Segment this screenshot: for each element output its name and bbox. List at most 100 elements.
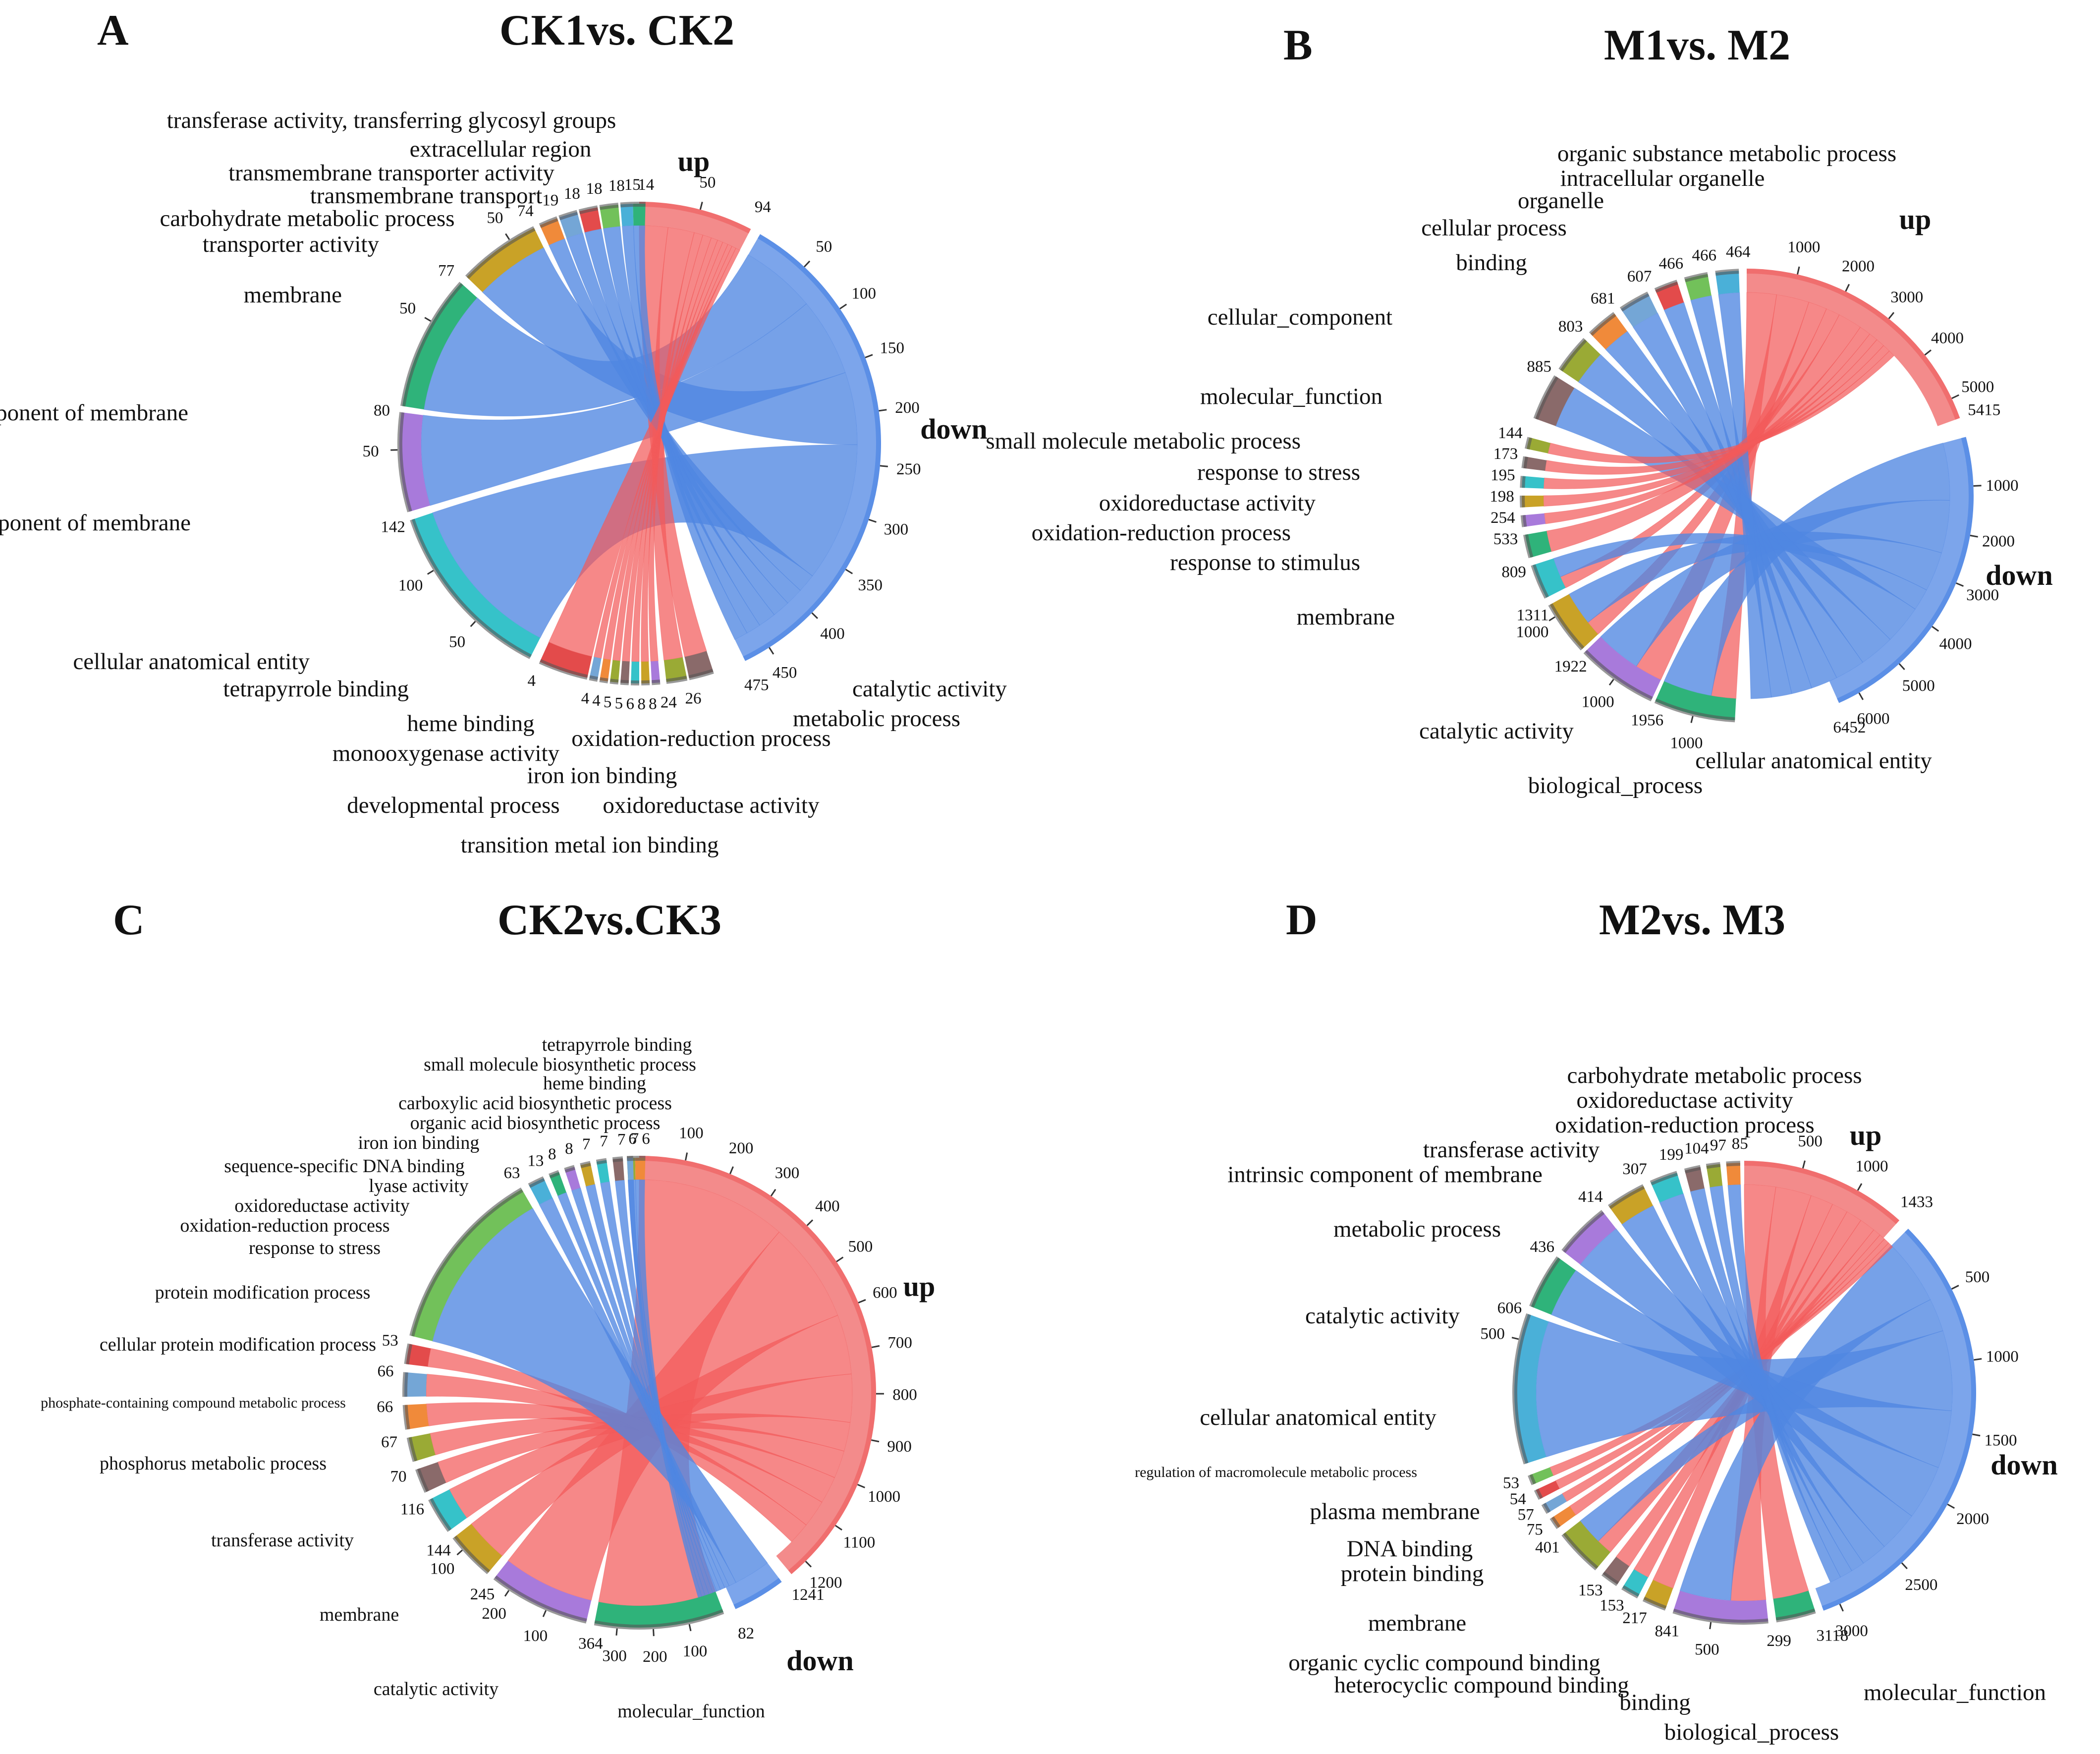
term-label: iron ion binding [358,1132,480,1153]
term-label: phosphorus metabolic process [100,1453,327,1474]
term-label: catalytic activity [1305,1303,1460,1329]
term-label: catalytic activity [374,1679,498,1699]
term-arc [620,204,634,226]
term-arc [1590,313,1628,350]
term-tick [456,1549,463,1556]
term-arc [1655,681,1736,721]
term-count: 466 [1692,247,1716,265]
term-arc-rim [1684,272,1709,283]
term-count: 70 [390,1468,407,1485]
term-arc-rim [620,202,633,208]
ribbon-down [571,1188,725,1590]
down-tick [879,409,887,412]
term-tick-label: 1000 [1516,623,1548,641]
down-tick [1970,534,1978,538]
up-tick [1796,266,1800,275]
term-tick [1608,679,1614,686]
ribbon-down [1553,533,1927,610]
up-arc [639,204,750,250]
down-tick-label: 1500 [1984,1431,2017,1449]
term-label: carbohydrate metabolic process [160,206,454,231]
term-arc-rim [539,216,558,228]
up-tick-label: 300 [775,1164,800,1182]
term-count: 18 [564,185,580,203]
down-arc [725,1563,781,1608]
term-arc [1536,1480,1560,1499]
ribbon-down [614,1180,714,1594]
term-tick [615,1628,618,1636]
term-count: 57 [1518,1506,1534,1524]
term-arc-rim [549,1170,560,1179]
up-tick [1845,283,1850,292]
down-tick [811,612,819,619]
term-arc-rim [580,1161,591,1168]
term-label: lyase activity [369,1176,469,1196]
ribbons [426,1179,853,1606]
term-arc-rim [1706,1162,1721,1169]
term-count: 803 [1558,318,1583,336]
term-tick [542,1610,547,1617]
term-label: transferase activity, transferring glyco… [167,108,616,133]
term-arc [1522,496,1544,508]
ribbon-down [432,444,858,638]
term-arc-rim [1521,456,1528,469]
up-label: up [1850,1119,1882,1151]
term-arc-rim [589,675,598,682]
term-arc-rim [609,679,619,685]
term-arc-rim [400,282,463,407]
term-arc-rim [594,1609,724,1630]
term-arc-rim [428,1498,452,1532]
ribbons [1543,292,1950,699]
term-count: 8 [565,1140,573,1158]
ribbon-up [593,246,736,659]
term-tick-label: 50 [487,209,503,227]
term-arc [1514,1314,1549,1464]
term-label: intracellular organelle [1560,166,1765,191]
up-tick-label: 50 [699,174,716,192]
up-tick [1857,1183,1863,1191]
term-arc-rim [1650,1171,1678,1186]
term-label: membrane [1297,604,1395,630]
down-tick [865,354,873,358]
down-tick-label: 2000 [1956,1510,1989,1528]
up-tick-label: 1000 [868,1488,900,1506]
up-tick [1888,312,1895,319]
term-arc [1549,594,1599,649]
up-tick-label: 900 [887,1438,912,1456]
ribbons [421,225,858,662]
term-arc-rim [635,1156,646,1161]
term-count: 307 [1622,1160,1647,1178]
panel-c-chord: 1002003004005006007008009001000110012001… [41,1034,935,1722]
up-tick-label: 1100 [843,1533,875,1551]
down-tick [1972,1433,1981,1437]
term-arc [1563,1521,1611,1569]
term-arc [579,207,602,233]
term-label: regulation of macromolecule metabolic pr… [1135,1464,1417,1480]
term-label: catalytic activity [1419,718,1574,744]
term-label: cellular protein modification process [100,1334,376,1355]
up-tick [805,1561,812,1568]
down-tick [1947,1503,1955,1509]
term-tick-label: 300 [602,1647,627,1665]
term-tick [1511,1337,1519,1340]
term-label: binding [1456,250,1527,276]
term-count: 7 [631,1130,639,1148]
term-label: organelle [1518,188,1604,214]
term-arc-rim [1775,1608,1816,1623]
term-arc [1531,1257,1576,1315]
term-label: metabolic process [793,706,960,732]
term-arc [1522,513,1546,527]
term-tick-label: 500 [1480,1325,1505,1343]
term-arc [430,1489,467,1531]
term-label: oxidoreductase activity [1576,1087,1793,1113]
up-tick-label: 4000 [1931,329,1964,347]
term-label: protein modification process [155,1282,371,1303]
up-tick [835,1525,842,1531]
down-tick-label: 6000 [1857,710,1889,728]
term-arc-rim [404,1343,413,1364]
down-tick-label: 450 [773,664,797,681]
term-label: oxidoreductase activity [234,1195,410,1216]
panel-c-title: CK2vs.CK3 [497,896,721,944]
term-count: 5 [615,694,623,712]
term-arc [1525,531,1551,558]
